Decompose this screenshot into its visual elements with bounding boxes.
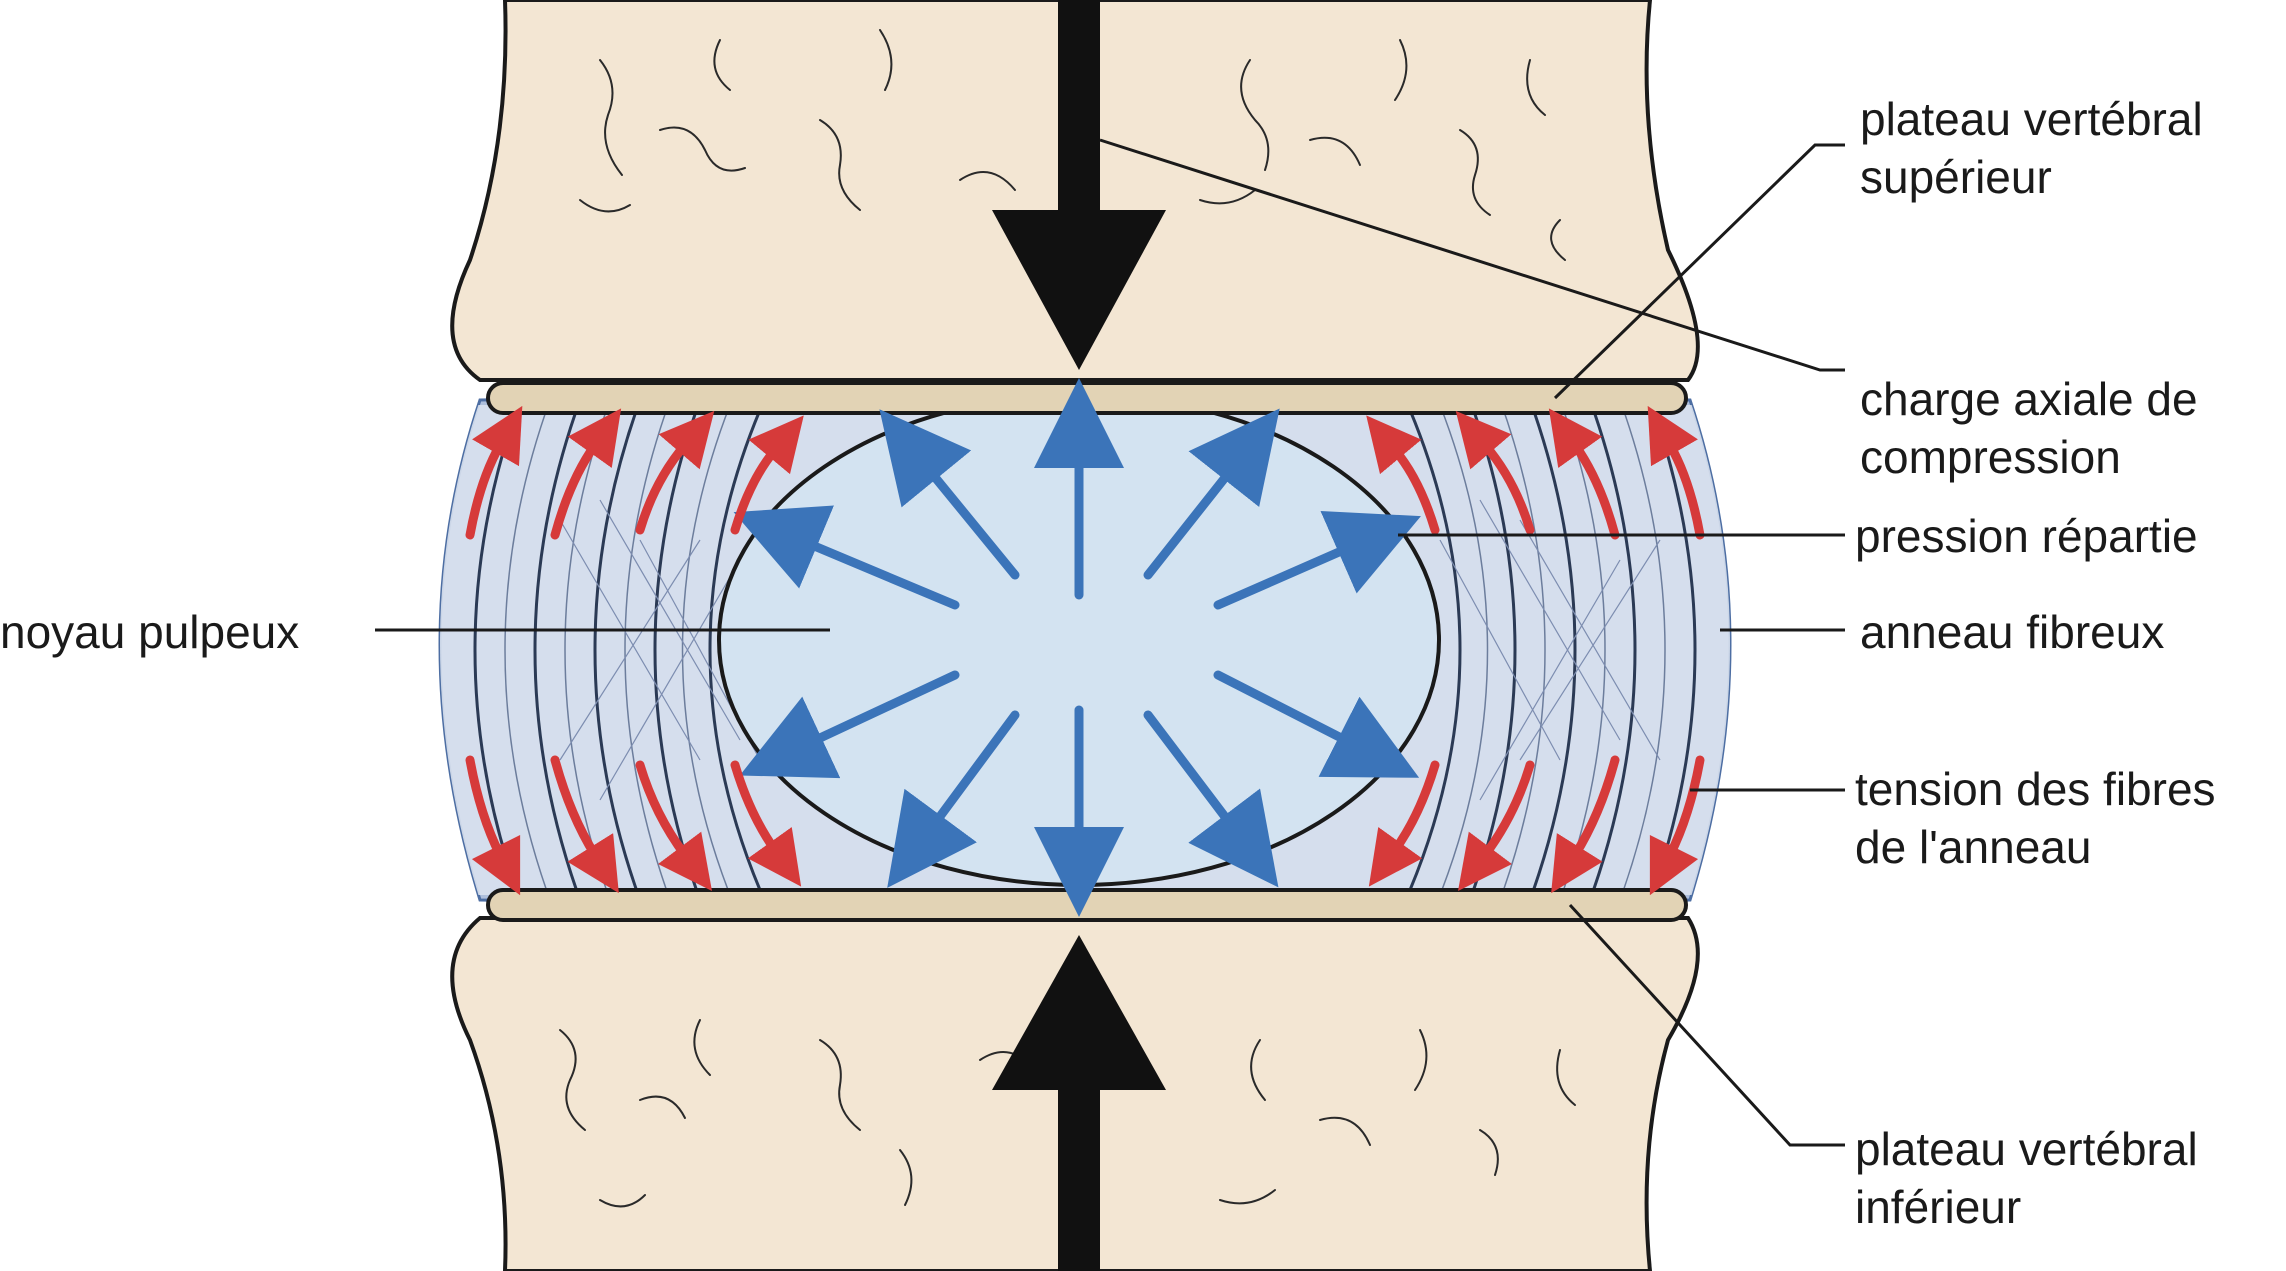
lower-endplate [486,888,1688,922]
label-fiber-tension: tension des fibres de l'anneau [1855,763,2228,873]
label-nucleus: noyau pulpeux [0,606,299,658]
label-upper-endplate: plateau vertébral supérieur [1860,93,2215,203]
label-lower-endplate: plateau vertébral inférieur [1855,1123,2210,1233]
leader-lower-endplate [1568,903,1845,1147]
label-axial-load: charge axiale de compression [1860,373,2210,483]
leader-axial-load [1099,138,1845,372]
tension-arrows [465,405,1705,896]
label-distributed-pressure: pression répartie [1855,510,2198,562]
label-annulus: anneau fibreux [1860,606,2164,658]
pressure-arrows [733,378,1421,917]
axial-load-arrow-top [992,0,1166,370]
axial-load-arrow-bottom [992,935,1166,1271]
upper-endplate [486,381,1688,415]
